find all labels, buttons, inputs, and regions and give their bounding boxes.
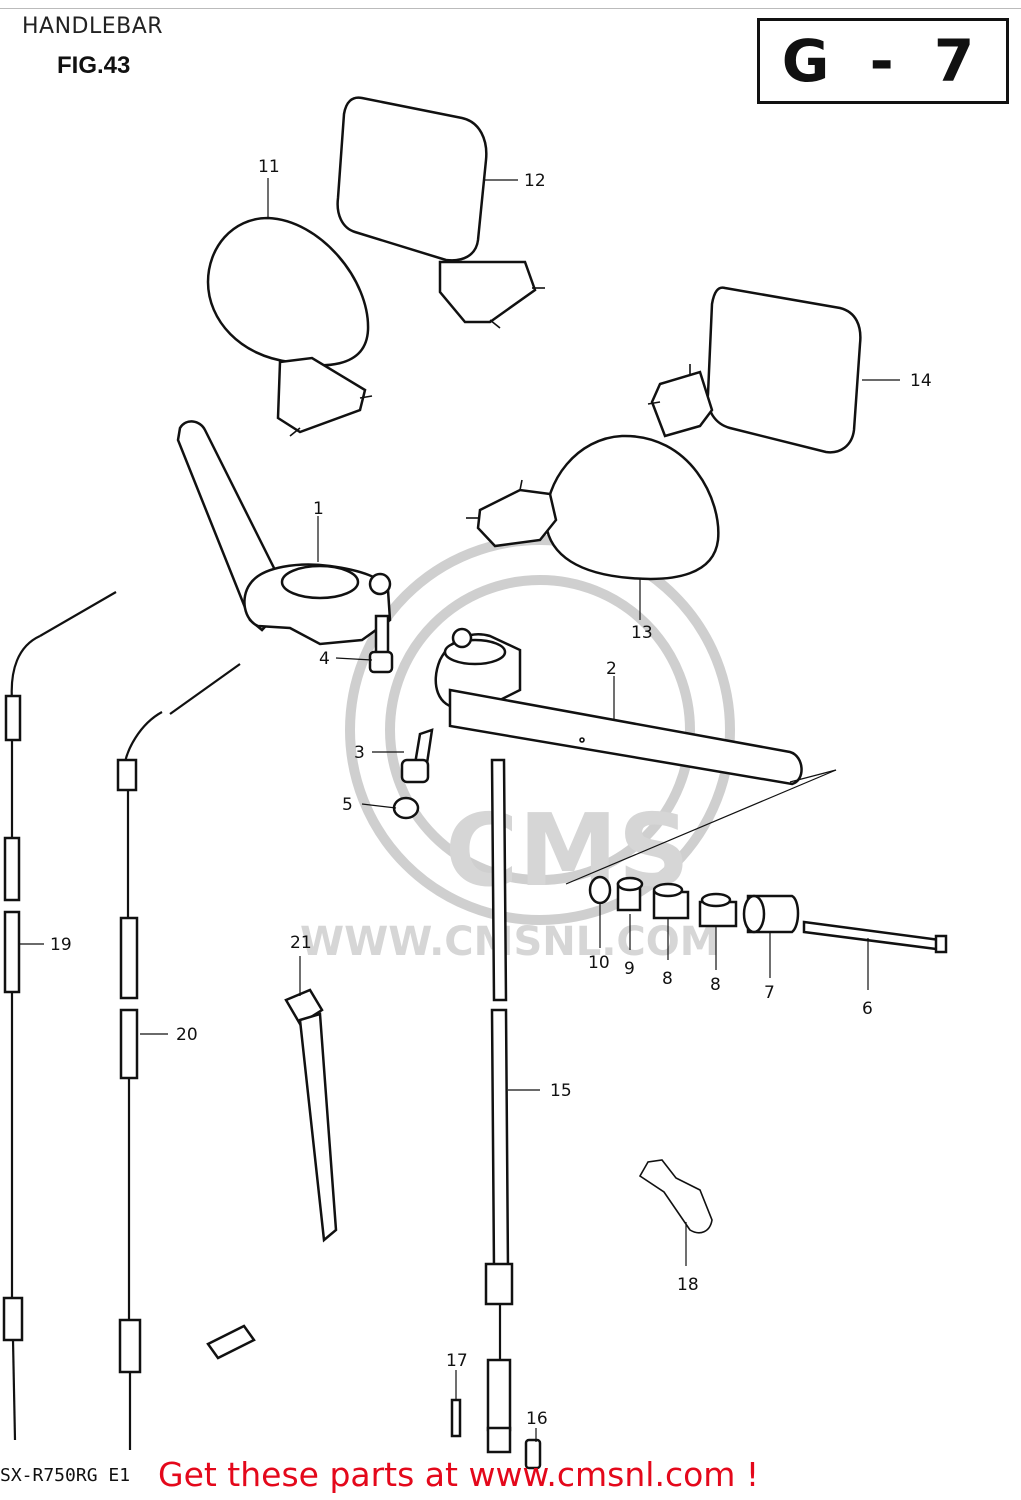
callout-4: 4 [319, 649, 330, 669]
bar-end-weight-assembly [588, 875, 948, 954]
callout-6: 6 [862, 999, 873, 1019]
model-code: SX-R750RG E1 [0, 1465, 131, 1486]
figure-label: FIG.43 [57, 52, 131, 79]
callout-3: 3 [354, 743, 365, 763]
part-4-bolt [368, 614, 394, 674]
part-18-wire-clip [638, 1159, 713, 1234]
callout-5: 5 [342, 795, 353, 815]
callout-2: 2 [606, 659, 617, 679]
bar-end-guide-lines [565, 769, 837, 885]
page-title: HANDLEBAR [22, 14, 164, 39]
callout-1: 1 [313, 499, 324, 519]
part-19-cable [2, 591, 117, 1441]
footer-cta-link[interactable]: Get these parts at www.cmsnl.com ! [158, 1455, 760, 1494]
callout-21: 21 [290, 933, 312, 953]
part-21-lever [284, 988, 338, 1243]
part-14-rect-mirror-right [647, 286, 862, 454]
callout-11: 11 [258, 157, 280, 177]
part-15-throttle-cable [484, 758, 514, 1454]
watermark-logo-text: CMS [445, 792, 690, 909]
callout-16: 16 [526, 1409, 548, 1429]
part-3-bolt [400, 728, 434, 784]
top-rule [0, 8, 1021, 9]
part-1-clip-on-left [176, 420, 392, 646]
callout-labels: 1 2 3 4 5 6 7 8 8 9 10 11 12 13 14 15 16… [50, 157, 932, 1429]
callout-18: 18 [677, 1275, 699, 1295]
callout-10: 10 [588, 953, 610, 973]
callout-9: 9 [624, 959, 635, 979]
part-6-bolt [802, 920, 946, 952]
callout-17: 17 [446, 1351, 468, 1371]
callout-7: 7 [764, 983, 775, 1003]
callout-20: 20 [176, 1025, 198, 1045]
callout-12: 12 [524, 171, 546, 191]
watermark-logo: CMS WWW.CMSNL.COM [300, 535, 735, 965]
callout-13: 13 [631, 623, 653, 643]
part-20-cable [116, 663, 241, 1450]
callout-8b: 8 [710, 975, 721, 995]
page-code-box [757, 18, 1009, 104]
part-17-pin [450, 1398, 462, 1438]
callout-14: 14 [910, 371, 932, 391]
part-5-cap [392, 796, 420, 820]
direction-arrow [206, 1324, 256, 1360]
watermark-url: WWW.CMSNL.COM [300, 919, 720, 965]
page-code: G - 7 [781, 27, 985, 95]
leader-lines [20, 178, 900, 1442]
part-16-screw [524, 1438, 542, 1470]
callout-15: 15 [550, 1081, 572, 1101]
callout-19: 19 [50, 935, 72, 955]
part-12-rect-mirror-left [336, 96, 545, 329]
callout-8a: 8 [662, 969, 673, 989]
part-11-round-mirror-left [206, 216, 373, 437]
part-2-handlebar-right [434, 627, 803, 786]
part-13-round-mirror-right [466, 434, 720, 581]
part-10-washer [588, 875, 612, 905]
